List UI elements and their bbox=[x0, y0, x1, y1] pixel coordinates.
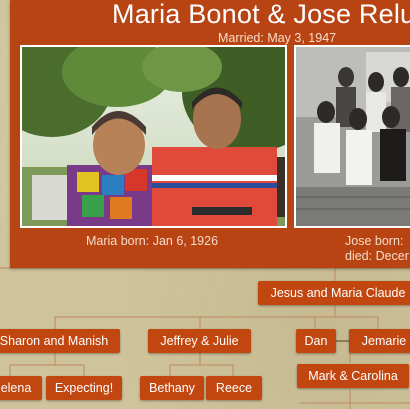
jose-born-line: Jose born: bbox=[345, 234, 404, 248]
tree-node-jeffrey-julie[interactable]: Jeffrey & Julie bbox=[148, 329, 251, 353]
tree-node-reece[interactable]: Reece bbox=[206, 376, 262, 400]
tree-node-jemarie[interactable]: Jemarie bbox=[349, 329, 410, 353]
tree-node-dan[interactable]: Dan bbox=[296, 329, 336, 353]
maria-birth-caption: Maria born: Jan 6, 1926 bbox=[86, 234, 219, 248]
couple-photo[interactable] bbox=[20, 45, 287, 228]
tree-node-mark-carolina[interactable]: Mark & Carolina bbox=[297, 364, 409, 388]
tree-node-root[interactable]: Jesus and Maria Claude bbox=[258, 281, 410, 305]
family-group-photo[interactable] bbox=[294, 45, 410, 228]
marriage-date: Married: May 3, 1947 bbox=[218, 31, 337, 45]
tree-node-elena[interactable]: elena bbox=[0, 376, 42, 400]
page-title: Maria Bonot & Jose Relu bbox=[112, 0, 410, 29]
jose-caption: Jose born: died: Decer bbox=[345, 234, 409, 264]
tree-node-bethany[interactable]: Bethany bbox=[140, 376, 204, 400]
couple-photo-image bbox=[22, 47, 285, 226]
tree-node-expecting[interactable]: Expecting! bbox=[46, 376, 122, 400]
family-group-photo-image bbox=[296, 47, 410, 226]
jose-died-line: died: Decer bbox=[345, 249, 409, 263]
tree-node-sharon-manish[interactable]: Sharon and Manish bbox=[0, 329, 120, 353]
